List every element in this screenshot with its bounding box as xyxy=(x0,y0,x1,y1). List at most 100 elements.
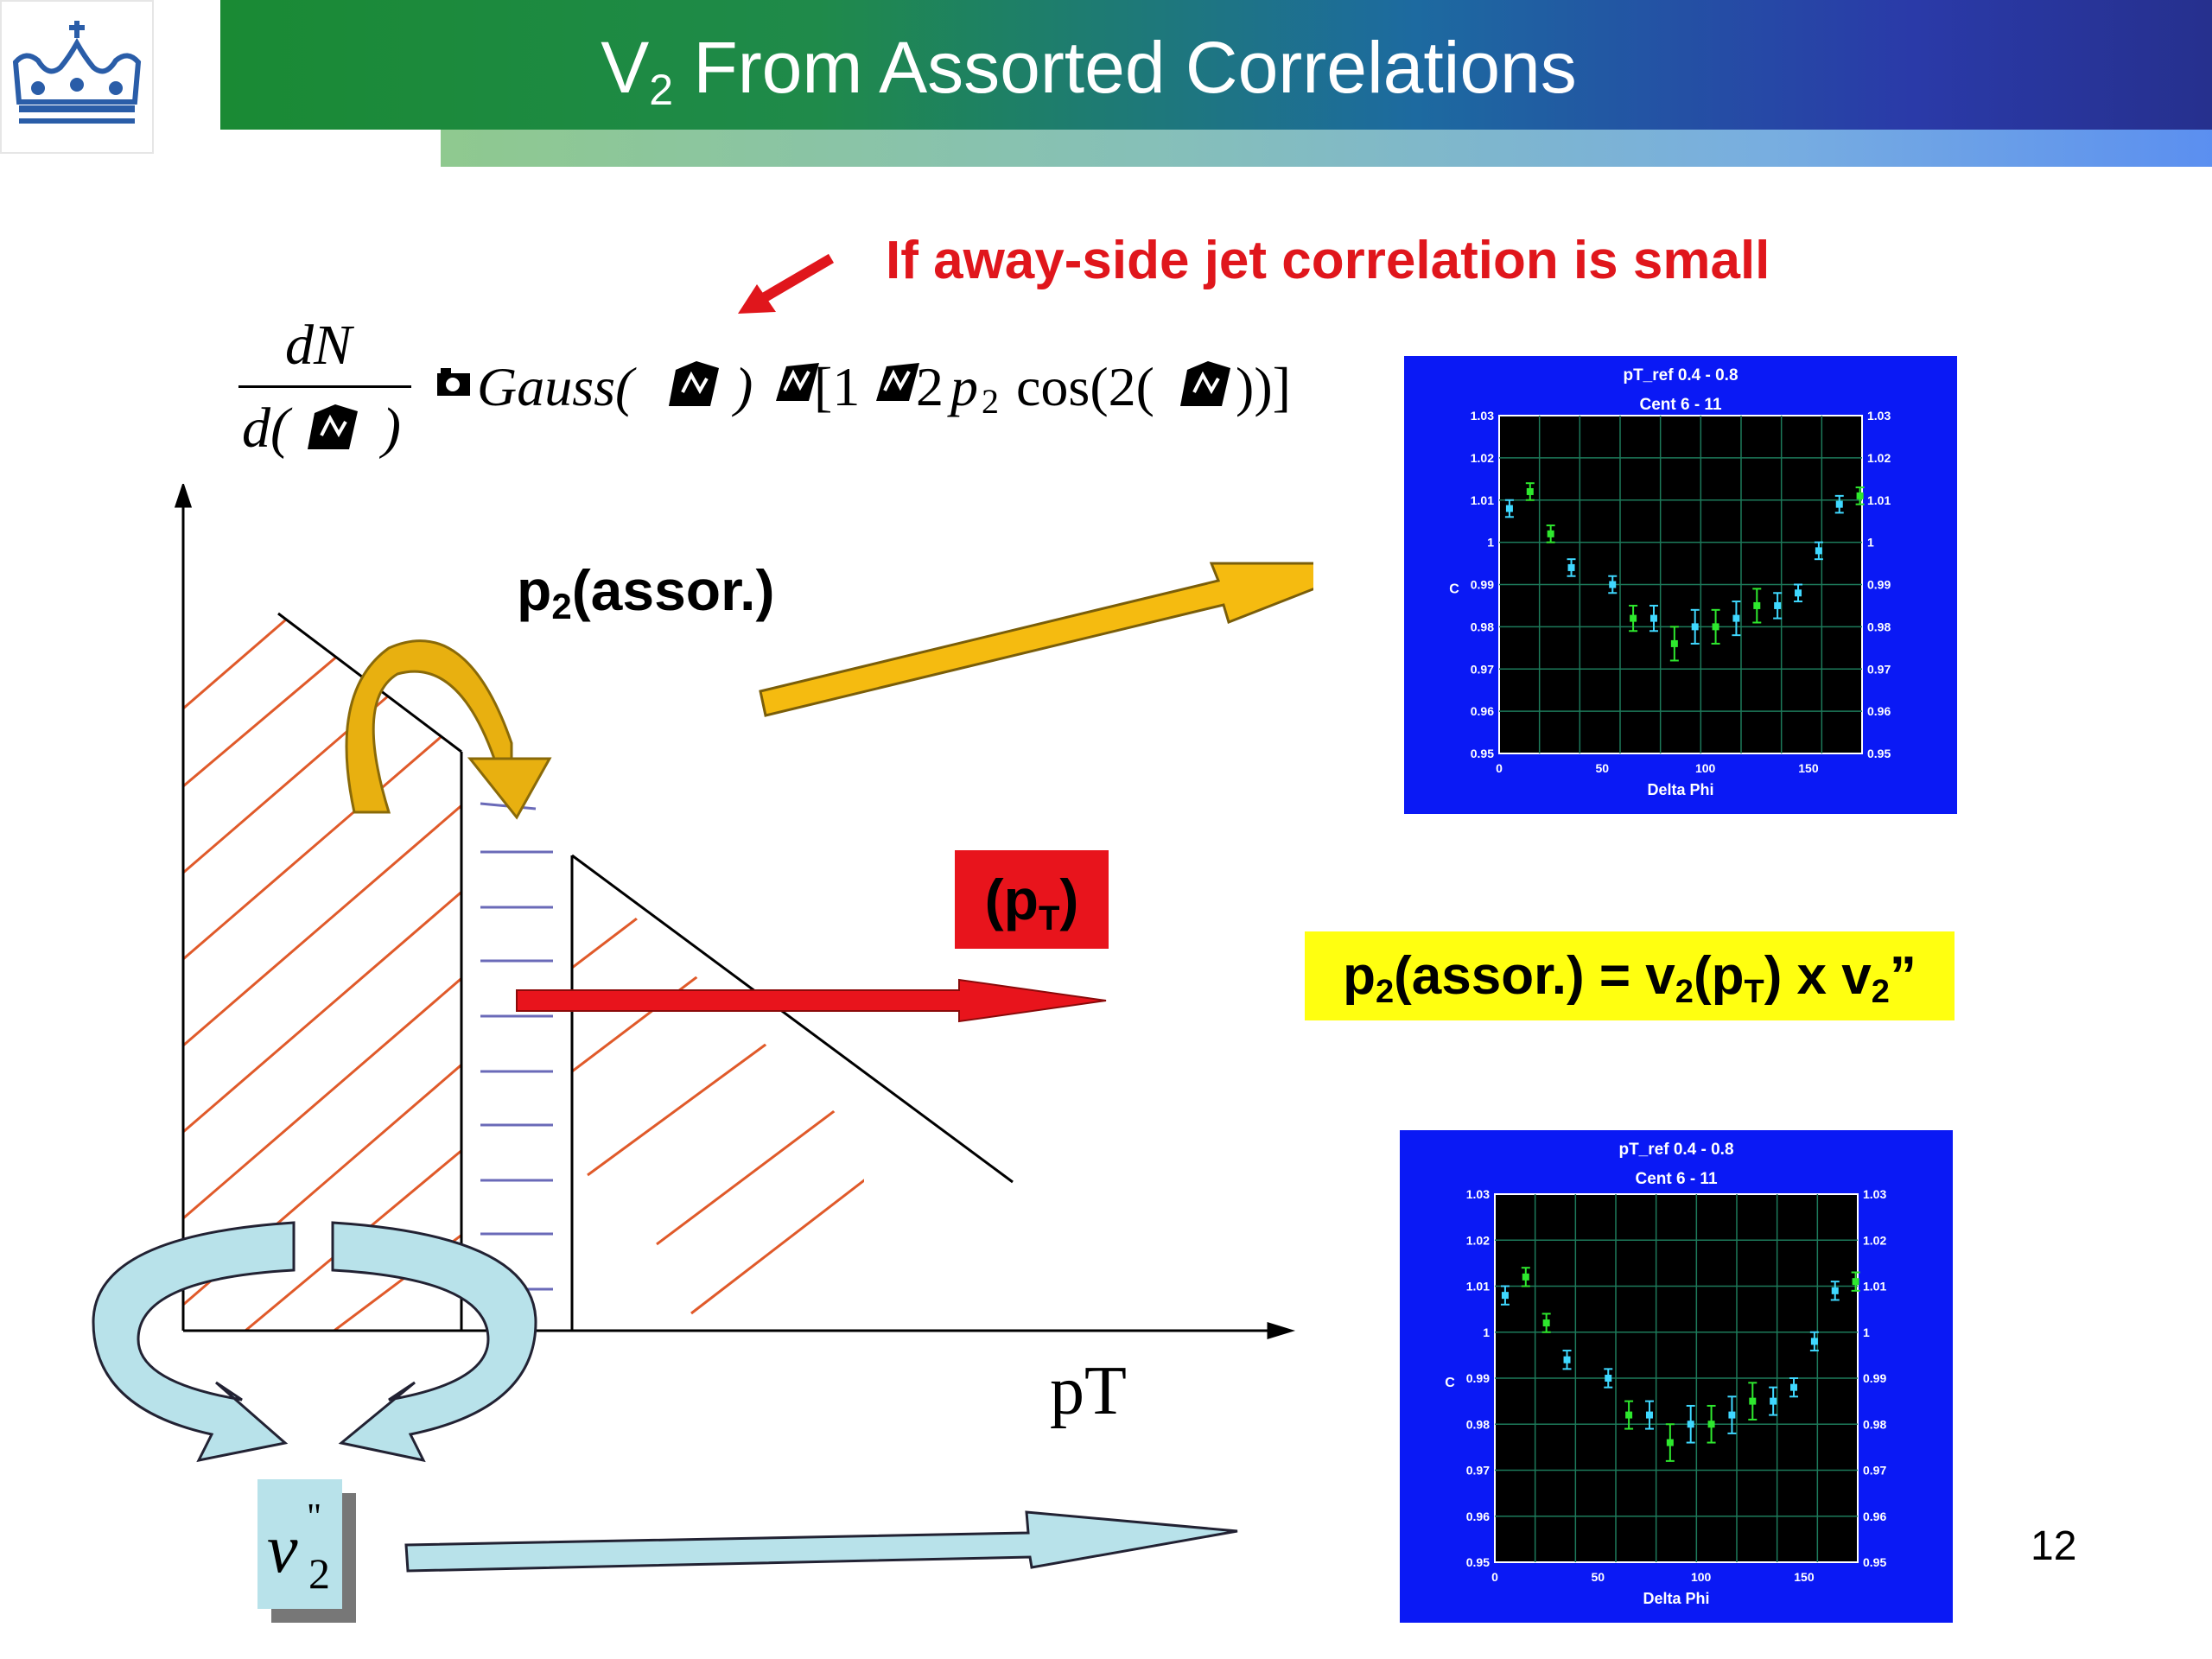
eq-a-sub: 2 xyxy=(1375,974,1395,1010)
y-tick-label-left: 0.98 xyxy=(1466,1417,1490,1431)
formula-gauss-close: ) xyxy=(734,356,753,417)
formula-close: ))] xyxy=(1236,356,1291,417)
data-point xyxy=(1605,1375,1612,1382)
header-gradient-strip xyxy=(441,130,2212,167)
cyan-circular-arrows xyxy=(92,1221,537,1463)
title-sub: 2 xyxy=(649,66,674,114)
formula-cos: cos(2( xyxy=(1016,356,1154,417)
eq-c-sub: T xyxy=(1744,974,1764,1010)
data-point xyxy=(1670,639,1678,647)
eq-d-sub: 2 xyxy=(1871,974,1890,1010)
x-axis-label: Delta Phi xyxy=(1643,1590,1709,1607)
pt-close: ) xyxy=(1059,868,1079,931)
data-point xyxy=(1852,1278,1859,1286)
broken-image-icon xyxy=(669,361,719,406)
page-number: 12 xyxy=(2031,1523,2077,1569)
y-tick-label-right: 1.02 xyxy=(1863,1233,1886,1247)
pt-red-label: (pT) xyxy=(955,850,1109,949)
y-tick-label-right: 0.95 xyxy=(1863,1555,1886,1569)
data-point xyxy=(1774,601,1782,609)
title-main: V xyxy=(601,27,650,108)
formula-denominator: d( xyxy=(242,397,289,460)
data-point xyxy=(1645,1411,1653,1419)
y-axis-label: C xyxy=(1445,1376,1455,1390)
y-tick-label-left: 1.01 xyxy=(1471,493,1494,507)
data-point xyxy=(1815,547,1822,555)
data-point xyxy=(1505,505,1513,512)
formula-p: p xyxy=(950,356,978,417)
y-tick-label-left: 1.03 xyxy=(1466,1187,1490,1201)
p2-rest: (assor.) xyxy=(571,558,775,622)
data-point xyxy=(1790,1383,1798,1391)
v2-sup: " xyxy=(307,1497,322,1537)
data-point xyxy=(1835,500,1843,508)
x-tick-label: 150 xyxy=(1794,1570,1815,1584)
away-side-note: If away-side jet correlation is small xyxy=(886,231,1770,290)
eq-a: p xyxy=(1343,946,1376,1006)
data-point xyxy=(1522,1273,1529,1281)
spectrum-diagram xyxy=(92,484,1313,1573)
data-point xyxy=(1728,1411,1736,1419)
p2-main: p xyxy=(517,558,552,622)
data-point xyxy=(1547,530,1554,537)
x-tick-label: 0 xyxy=(1496,761,1503,775)
right-hatch-region xyxy=(572,862,864,1315)
middle-hatch-region xyxy=(480,802,553,1291)
y-tick-label-left: 0.95 xyxy=(1466,1555,1490,1569)
data-point xyxy=(1712,623,1719,631)
data-point xyxy=(1687,1421,1694,1428)
v2-sub: 2 xyxy=(308,1549,330,1598)
broken-image-icon xyxy=(776,363,819,401)
cyan-bottom-arrow xyxy=(404,1510,1238,1573)
y-tick-label-left: 1 xyxy=(1487,536,1494,550)
eq-e: ” xyxy=(1889,946,1916,1006)
y-tick-label-left: 0.98 xyxy=(1471,620,1494,633)
y-tick-label-left: 1.02 xyxy=(1466,1233,1490,1247)
red-pointer-arrow xyxy=(738,253,835,314)
y-tick-label-right: 1.03 xyxy=(1867,409,1891,423)
y-tick-label-right: 1 xyxy=(1867,536,1874,550)
data-point xyxy=(1770,1397,1777,1405)
formula-gauss: Gauss( xyxy=(477,356,634,417)
data-point xyxy=(1542,1319,1550,1327)
y-tick-label-right: 1.01 xyxy=(1863,1280,1886,1294)
data-point xyxy=(1831,1287,1839,1294)
crown-logo xyxy=(0,0,154,154)
data-point xyxy=(1625,1411,1633,1419)
data-point xyxy=(1501,1292,1509,1300)
axes xyxy=(174,484,1296,1340)
x-tick-label: 100 xyxy=(1695,761,1716,775)
p2-assor-label: p2(assor.) xyxy=(517,551,914,629)
broken-image-icon xyxy=(308,404,358,449)
yellow-curved-arrow xyxy=(345,639,552,820)
header-bar xyxy=(220,0,2212,130)
y-tick-label-right: 1 xyxy=(1863,1325,1870,1339)
data-point xyxy=(1732,614,1740,622)
data-point xyxy=(1753,601,1761,609)
v2-box xyxy=(257,1479,342,1609)
data-point xyxy=(1567,563,1575,571)
plot-title-line: Cent 6 - 11 xyxy=(1635,1170,1717,1188)
y-tick-label-left: 0.99 xyxy=(1471,578,1494,592)
y-tick-label-left: 1 xyxy=(1483,1325,1490,1339)
plot-title-line: pT_ref 0.4 - 0.8 xyxy=(1618,1141,1733,1159)
y-tick-label-right: 0.96 xyxy=(1867,704,1891,718)
y-tick-label-right: 0.98 xyxy=(1863,1417,1886,1431)
y-tick-label-left: 0.97 xyxy=(1471,662,1494,676)
x-tick-label: 0 xyxy=(1491,1570,1498,1584)
pt-open: (p xyxy=(984,868,1039,931)
p2-sub: 2 xyxy=(551,586,572,626)
y-tick-label-right: 1.01 xyxy=(1867,493,1891,507)
data-point xyxy=(1630,614,1637,622)
data-point xyxy=(1563,1356,1571,1363)
formula-numerator: dN xyxy=(285,314,353,377)
broken-image-icon xyxy=(437,368,470,396)
y-tick-label-left: 0.97 xyxy=(1466,1464,1490,1478)
eq-b: (assor.) = v xyxy=(1394,946,1675,1006)
plot-title-line: pT_ref 0.4 - 0.8 xyxy=(1623,366,1738,385)
y-tick-label-left: 0.99 xyxy=(1466,1371,1490,1385)
y-tick-label-left: 0.96 xyxy=(1471,704,1494,718)
